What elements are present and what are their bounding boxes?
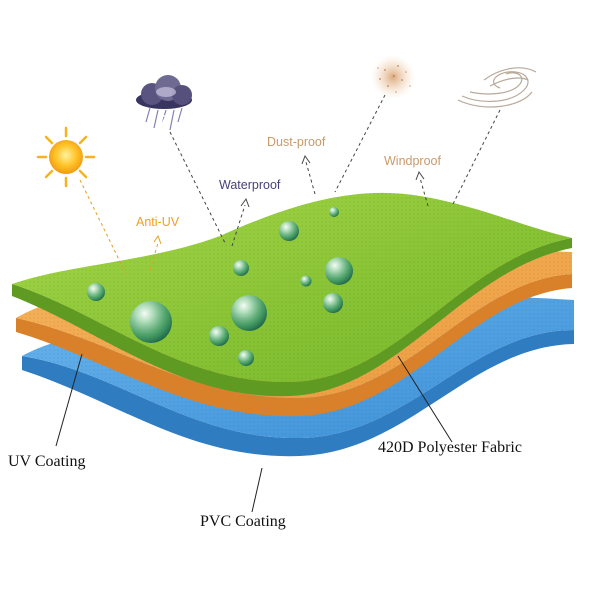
wind-icon: [457, 67, 537, 108]
waterproof-arrow: [231, 204, 246, 247]
water-drop-icon: [233, 260, 249, 276]
water-drops: [87, 207, 353, 366]
water-drop-icon: [323, 293, 343, 313]
uv-coating-label: UV Coating: [8, 453, 85, 470]
dust-ray: [334, 94, 386, 193]
water-drop-icon: [300, 275, 312, 287]
water-drop-icon: [279, 221, 299, 241]
layer-callouts: [55, 353, 453, 513]
windproof-arrow: [419, 177, 429, 207]
feature-arrows: [79, 94, 501, 279]
sun-icon: [36, 126, 96, 188]
dust-proof-label: Dust-proof: [267, 135, 326, 149]
polyester-callout: [397, 355, 453, 443]
anti-uv-ray: [79, 179, 129, 279]
waterproof-label: Waterproof: [219, 178, 281, 192]
anti-uv-label: Anti-UV: [136, 215, 180, 229]
anti-uv-arrow: [149, 242, 159, 271]
water-drop-icon: [209, 326, 229, 346]
water-drop-icon: [325, 257, 353, 285]
dust-proof-arrow: [305, 161, 316, 195]
water-drop-icon: [87, 283, 105, 301]
uv-coating-callout: [55, 353, 83, 447]
water-drop-icon: [329, 207, 339, 217]
pvc-coating-callout: [251, 467, 263, 513]
water-drop-icon: [231, 295, 267, 331]
storm-cloud-icon: [136, 75, 192, 131]
pvc-coating-label: PVC Coating: [200, 513, 286, 530]
water-drop-icon: [238, 350, 254, 366]
windproof-label: Windproof: [384, 154, 441, 168]
water-drop-icon: [130, 301, 172, 343]
dust-icon: [371, 55, 415, 99]
wind-ray: [451, 109, 501, 207]
polyester-fabric-label: 420D Polyester Fabric: [378, 439, 522, 456]
